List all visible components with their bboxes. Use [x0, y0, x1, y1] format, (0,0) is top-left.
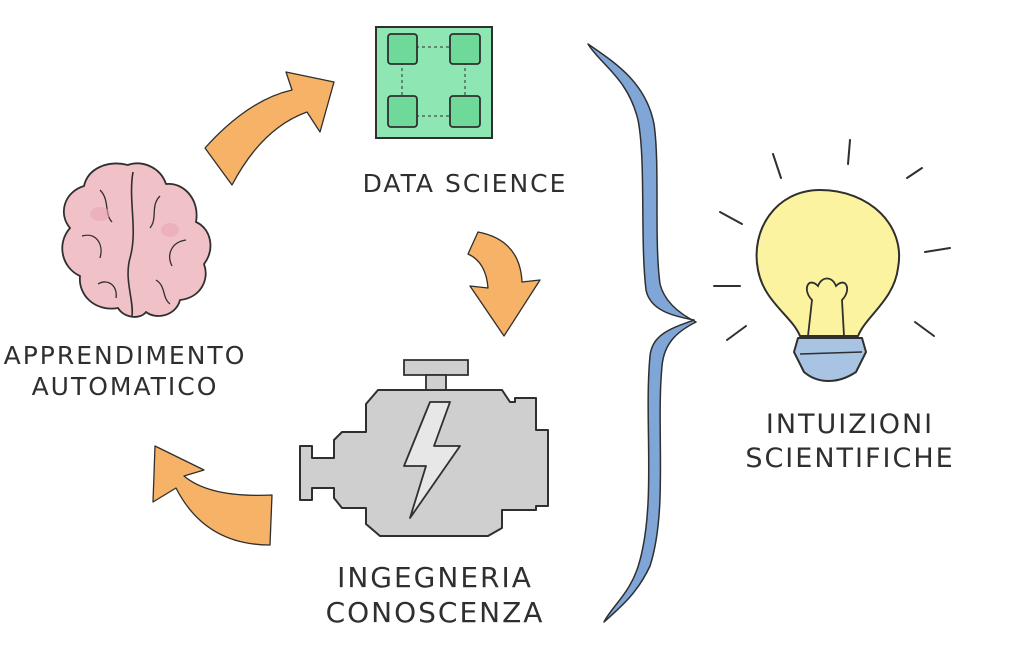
- label-machine-learning-line1: APPRENDIMENTO: [3, 341, 247, 370]
- curly-brace: [587, 43, 697, 623]
- label-insights: INTUIZIONI SCIENTIFICHE: [715, 408, 985, 476]
- label-knowledge-engineering-line2: CONOSCENZA: [325, 596, 545, 629]
- label-data-science: DATA SCIENCE: [335, 168, 595, 199]
- brain-icon: [61, 162, 212, 318]
- lightbulb-icon: [713, 139, 951, 382]
- arrow-ke-to-ml: [152, 445, 273, 546]
- label-knowledge-engineering-line1: INGEGNERIA: [337, 561, 533, 594]
- arrow-ds-to-ke: [467, 231, 541, 337]
- label-machine-learning: APPRENDIMENTO AUTOMATICO: [0, 340, 250, 403]
- light-rays: [713, 139, 951, 341]
- engine-icon: [299, 359, 549, 537]
- label-insights-line1: INTUIZIONI: [765, 409, 935, 440]
- label-insights-line2: SCIENTIFICHE: [745, 442, 955, 474]
- arrow-ml-to-ds: [204, 71, 335, 186]
- label-data-science-line1: DATA SCIENCE: [362, 169, 568, 198]
- label-knowledge-engineering: INGEGNERIA CONOSCENZA: [290, 560, 580, 630]
- grid-icon: [375, 26, 493, 139]
- label-machine-learning-line2: AUTOMATICO: [31, 372, 219, 402]
